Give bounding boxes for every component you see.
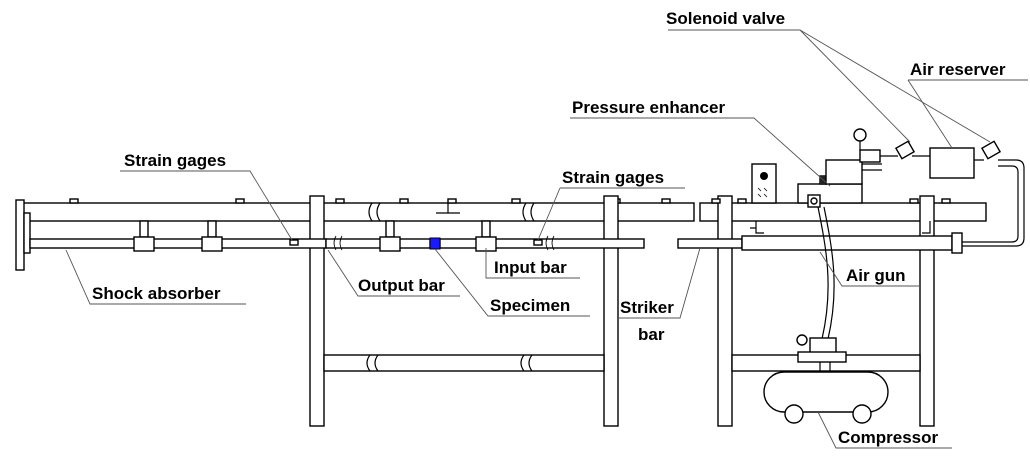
label-striker-bar-line2: bar — [638, 325, 665, 344]
center-stand — [436, 203, 460, 214]
label-output-bar: Output bar — [358, 276, 445, 295]
left-end-plate — [15, 199, 25, 271]
compressor-base — [797, 351, 847, 363]
right-frame — [677, 128, 1025, 427]
label-striker-bar-line1: Striker — [620, 298, 674, 317]
right-beam-bolts — [711, 198, 951, 204]
gauge-panel-marks — [757, 187, 768, 198]
left-leg-2 — [603, 195, 619, 427]
label-strain-gages-left: Strain gages — [124, 151, 226, 170]
hose-outer — [817, 206, 829, 340]
lower-break-2 — [520, 354, 533, 372]
bar-supports — [133, 220, 497, 252]
left-lower-beam — [323, 354, 605, 372]
label-pressure-enhancer: Pressure enhancer — [572, 98, 725, 117]
right-leg-2 — [919, 195, 935, 427]
solenoid-valve-2 — [980, 140, 1002, 160]
return-pipe-inner — [962, 165, 1019, 243]
beam-bolts — [69, 198, 671, 204]
label-air-reserver: Air reserver — [910, 60, 1006, 79]
compressor — [763, 334, 889, 424]
left-top-beam — [17, 202, 695, 222]
output-bar — [325, 238, 431, 249]
hose-inner — [823, 206, 835, 340]
output-bar-break — [333, 235, 343, 251]
gun-bracket-right — [922, 221, 931, 234]
pressure-gauge — [853, 128, 867, 142]
air-gun-breech — [951, 232, 963, 254]
pipe-enhancer — [862, 163, 882, 171]
label-specimen: Specimen — [490, 296, 570, 315]
right-top-beam — [699, 202, 987, 222]
label-strain-gages-right: Strain gages — [562, 168, 664, 187]
shock-absorber-bar — [29, 238, 327, 249]
label-compressor: Compressor — [838, 428, 939, 447]
label-input-bar: Input bar — [494, 258, 567, 277]
labels: Solenoid valve Air reserver Pressure enh… — [92, 9, 1006, 447]
compressor-gauge — [796, 334, 808, 346]
strain-gage-left — [289, 239, 299, 246]
left-leg-1 — [309, 195, 325, 427]
left-valve-block — [859, 149, 881, 163]
label-solenoid-valve: Solenoid valve — [666, 9, 785, 28]
label-air-gun: Air gun — [846, 266, 906, 285]
leader-lines — [65, 29, 1028, 449]
left-frame — [15, 195, 695, 427]
air-reserver — [929, 147, 975, 179]
bar-assembly — [29, 220, 645, 252]
compressor-wheel-right — [852, 404, 872, 424]
gauge-knob — [760, 172, 768, 180]
label-shock-absorber: Shock absorber — [92, 284, 221, 303]
gun-bracket-left — [750, 221, 764, 234]
air-gun-barrel — [741, 235, 953, 251]
striker-bar — [677, 238, 743, 249]
lower-break-1 — [366, 354, 379, 372]
input-bar-break — [545, 235, 555, 251]
strain-gage-right — [533, 239, 543, 246]
left-end-bracket — [23, 212, 31, 254]
pressure-enhancer-top — [825, 159, 863, 185]
compressor-wheel-left — [784, 404, 804, 424]
solenoid-valve-1 — [894, 140, 916, 160]
beam-break-1 — [368, 202, 381, 222]
specimen — [429, 237, 441, 250]
return-pipe-outer — [962, 159, 1025, 247]
beam-break-2 — [522, 202, 535, 222]
right-leg-1 — [717, 195, 733, 427]
gauge-panel — [751, 163, 777, 204]
compressor-tank — [763, 371, 889, 413]
